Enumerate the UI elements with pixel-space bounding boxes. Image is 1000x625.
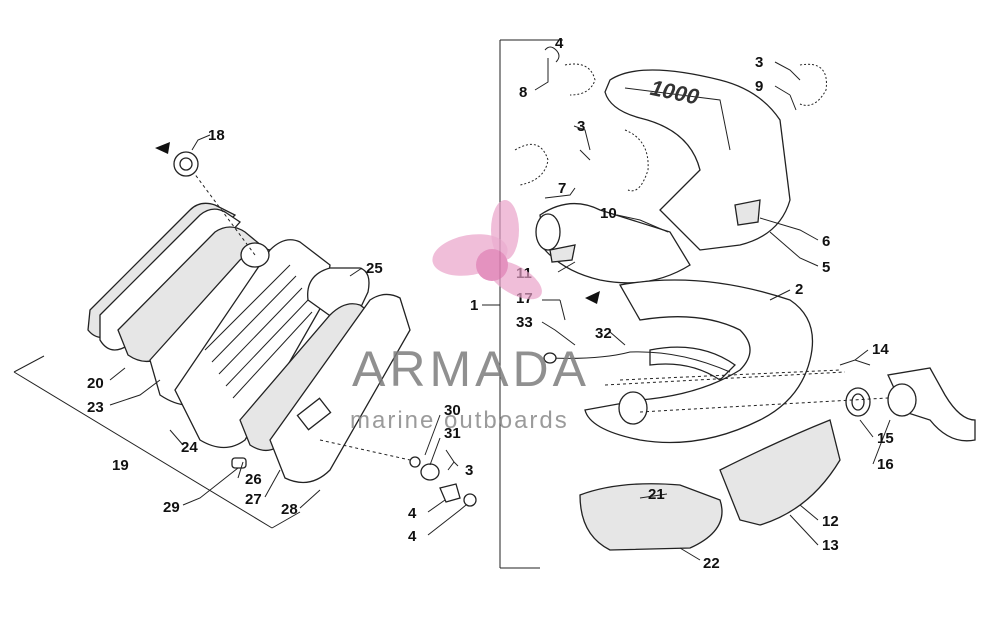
callout-label: 23 <box>87 399 104 416</box>
callout-label: 3 <box>465 462 473 479</box>
callout-label: 33 <box>516 314 533 331</box>
callout-label: 31 <box>444 425 461 442</box>
air-silencer-assembly <box>13 142 477 529</box>
callout-label: 21 <box>648 486 665 503</box>
callout-label: 24 <box>181 439 198 456</box>
callout-label: 6 <box>822 233 830 250</box>
callout-label: 29 <box>163 499 180 516</box>
watermark: ARMADA marine outboards <box>350 200 590 434</box>
callout-label: 18 <box>208 127 225 144</box>
callout-leaders <box>109 58 891 561</box>
propeller-logo-icon <box>432 200 542 300</box>
callout-label: 27 <box>245 491 262 508</box>
watermark-brand: ARMADA <box>352 341 590 397</box>
callout-label: 10 <box>600 205 617 222</box>
callout-label: 9 <box>755 78 763 95</box>
callout-label: 5 <box>822 259 830 276</box>
callout-label: 19 <box>112 457 129 474</box>
callout-label: 25 <box>366 260 383 277</box>
watermark-tagline: marine outboards <box>350 407 569 434</box>
callout-label: 3 <box>577 118 585 135</box>
callout-label: 20 <box>87 375 104 392</box>
callout-label: 26 <box>245 471 262 488</box>
callout-label: 14 <box>872 341 889 358</box>
callout-label: 13 <box>822 537 839 554</box>
callout-label: 1 <box>470 297 478 314</box>
callout-label: 3 <box>755 54 763 71</box>
callout-label: 30 <box>444 402 461 419</box>
callout-labels: 8 3 7 3 9 10 11 1 17 33 32 2 6 5 14 15 1… <box>87 35 894 572</box>
callout-label: 22 <box>703 555 720 572</box>
callout-label: 16 <box>877 456 894 473</box>
callout-label: 28 <box>281 501 298 518</box>
callout-label: 4 <box>555 35 564 52</box>
callout-label: 4 <box>408 528 417 545</box>
exhaust-assembly: 1000 <box>499 39 976 569</box>
callout-label: 8 <box>519 84 527 101</box>
callout-label: 7 <box>558 180 566 197</box>
callout-label: 2 <box>795 281 803 298</box>
callout-label: 12 <box>822 513 839 530</box>
callout-label: 4 <box>408 505 417 522</box>
callout-label: 32 <box>595 325 612 342</box>
callout-label: 15 <box>877 430 894 447</box>
